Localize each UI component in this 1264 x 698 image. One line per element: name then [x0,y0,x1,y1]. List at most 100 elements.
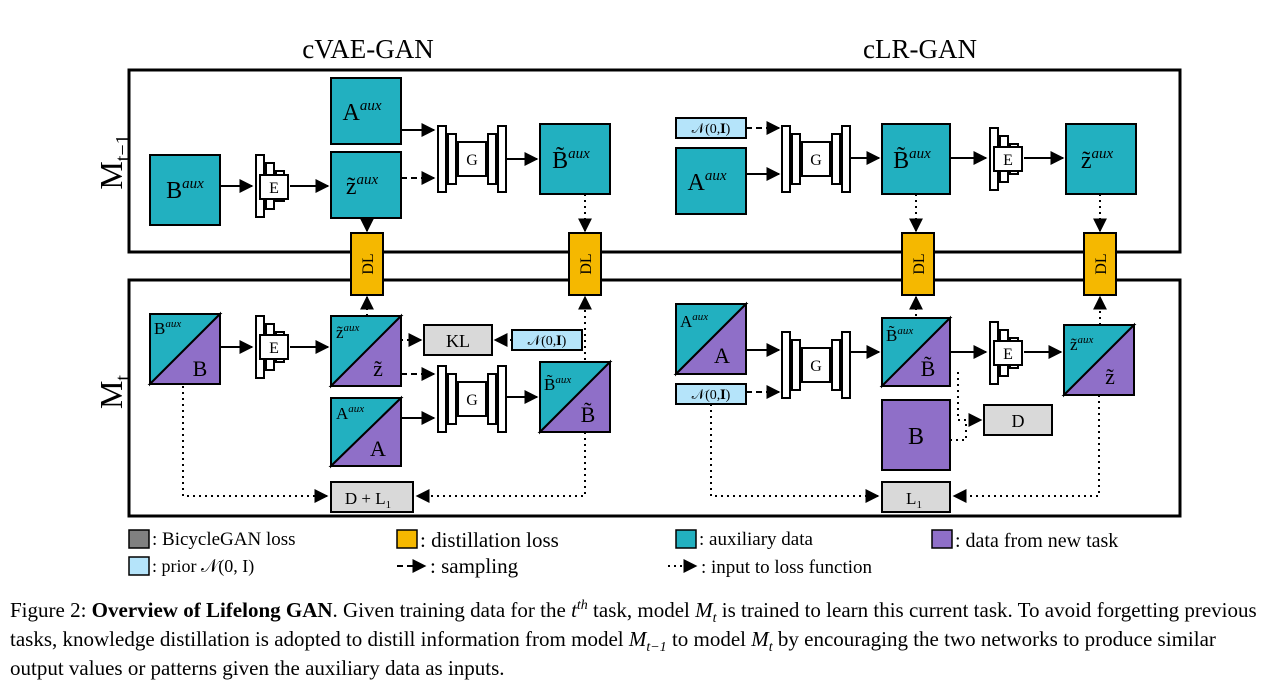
disc-box [983,404,1053,436]
svg-text:𝒩(0,𝐈): 𝒩(0,𝐈) [692,388,731,403]
svg-text:z̃: z̃ [373,356,383,381]
legend-swatch-new-task [931,529,953,549]
distill-4: DL [1083,232,1117,296]
svg-text:B̃: B̃ [581,402,596,427]
caption-text-3: is trained to learn this current task. T… [10,598,1257,651]
svg-text:B̃aux: B̃aux [544,374,571,394]
svg-text:z̃aux: z̃aux [346,172,379,200]
svg-text:G: G [466,392,478,409]
lifelong-gan-diagram: cVAE-GAN cLR-GAN Mt−1 Mt Baux E Aaux z̃a… [93,34,1182,578]
box-b-tilde-aux-top-right [881,123,951,195]
caption-text-1: . Given training data for the [332,598,572,622]
generator-top-right: G [781,125,851,193]
caption-m1: M [695,598,713,622]
box-a-aux-top [330,77,402,145]
svg-text:: sampling: : sampling [430,554,519,578]
title-clr-gan: cLR-GAN [863,34,977,64]
svg-text:E: E [1003,346,1013,363]
box-a-aux-a-split-right: Aaux A [673,301,749,377]
svg-text:G: G [810,358,822,375]
svg-text:Aaux: Aaux [336,403,364,423]
svg-text:B: B [193,356,208,381]
svg-text:D: D [1012,411,1025,431]
box-b-real [881,399,951,471]
box-z-tilde-aux-top-right [1065,123,1137,195]
distill-2: DL [568,232,602,296]
caption-m1-sub: t [712,611,717,627]
box-b-tilde-aux-top-left [539,123,611,195]
svg-text:L1: L1 [906,489,922,511]
box-b-tilde-split-left: B̃aux B̃ [537,359,613,435]
svg-text:B: B [908,424,924,450]
svg-text:DL: DL [578,253,595,274]
svg-text:D + L1: D + L1 [345,489,391,511]
row-label-cur: Mt [93,375,134,409]
svg-text:: input to loss function: : input to loss function [701,557,873,578]
caption-t: t [571,598,577,622]
caption-th: th [576,598,588,613]
svg-text:Aaux: Aaux [687,168,726,196]
caption-text-2: task, model [587,598,696,622]
box-b-tilde-split-right: B̃aux B̃ [879,315,953,389]
caption-text-5: by encouraging the two networks to produ… [10,627,1216,680]
legend: : BicycleGAN loss : distillation loss : … [128,528,1118,578]
svg-text:: distillation loss: : distillation loss [420,528,559,552]
caption-m3: M [751,627,769,651]
svg-text:A: A [370,436,386,461]
svg-text:B̃aux: B̃aux [893,146,931,174]
box-z-aux-z-split: z̃aux z̃ [328,313,404,389]
caption-label: Figure 2: [10,598,92,622]
encoder-top-left: E [255,154,289,218]
generator-bottom-left: G [437,365,507,433]
svg-text:z̃aux: z̃aux [336,322,360,342]
box-a-aux-a-split: Aaux A [328,395,404,469]
box-z-tilde-split-right: z̃aux z̃ [1061,322,1137,398]
svg-text:B̃: B̃ [921,356,936,381]
encoder-bottom-left: E [255,315,289,379]
encoder-top-right: E [989,127,1023,191]
svg-text:Mt−1: Mt−1 [93,134,134,189]
legend-swatch-distill [396,529,418,549]
svg-text:DL: DL [360,253,377,274]
svg-text:z̃aux: z̃aux [1081,146,1114,174]
generator-bottom-right: G [781,331,851,399]
svg-text:G: G [810,152,822,169]
svg-text:𝒩(0,𝐈): 𝒩(0,𝐈) [692,122,731,137]
svg-text:E: E [269,180,279,197]
svg-text:B̃aux: B̃aux [552,146,590,174]
loss-l1-box [881,481,951,513]
svg-text:A: A [714,343,730,368]
legend-swatch-aux [675,529,697,549]
box-b-aux [149,154,221,226]
svg-text:Baux: Baux [166,176,204,204]
kl-box [423,324,493,356]
loss-d-l1-box [330,481,414,513]
svg-text:: data from new task: : data from new task [955,530,1118,552]
svg-text:G: G [466,152,478,169]
frame-current-model [127,278,1182,518]
svg-text:Aaux: Aaux [342,98,381,126]
box-a-aux-top-right [675,147,747,215]
svg-text:z̃: z̃ [1105,364,1115,389]
generator-top-left: G [437,125,507,193]
svg-text:DL: DL [1093,253,1110,274]
svg-text:Baux: Baux [154,318,181,338]
svg-text:DL: DL [911,253,928,274]
svg-text:E: E [1003,152,1013,169]
svg-text:: BicycleGAN loss: : BicycleGAN loss [152,529,296,550]
encoder-bottom-right: E [989,321,1023,385]
svg-text:B̃aux: B̃aux [886,325,913,345]
legend-swatch-prior [128,556,150,576]
distill-3: DL [901,232,935,296]
frame-prev-model [127,68,1182,254]
caption-m2: M [628,627,647,651]
row-label-prev: Mt−1 [93,134,134,189]
distill-1: DL [350,232,384,296]
svg-text:: prior 𝒩(0, I): : prior 𝒩(0, I) [152,556,254,577]
box-b-aux-b-split: Baux B [147,311,223,387]
title-cvae-gan: cVAE-GAN [302,34,433,64]
caption-text-4: to model [666,627,752,651]
figure-caption: Figure 2: Overview of Lifelong GAN. Give… [10,596,1260,683]
svg-text:z̃aux: z̃aux [1070,334,1094,354]
caption-m2-sub: t−1 [646,640,667,656]
